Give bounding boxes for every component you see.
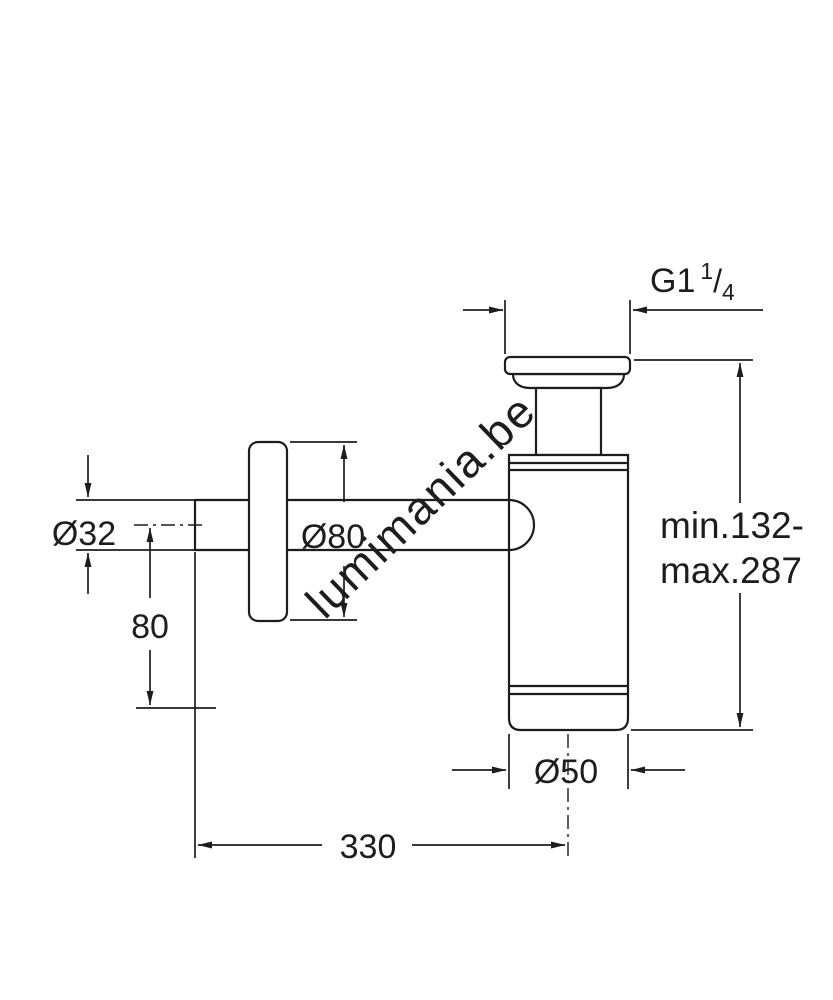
dim-body-diameter: Ø50 bbox=[452, 734, 685, 791]
height-range-label-min: min.132- bbox=[660, 505, 804, 546]
trap-neck bbox=[534, 386, 603, 457]
inlet-diameter-label: Ø32 bbox=[52, 515, 116, 553]
dim-overall-width: 330 bbox=[194, 552, 566, 866]
flange-diameter-label: Ø80 bbox=[301, 518, 365, 556]
overall-width-label: 330 bbox=[340, 828, 397, 866]
dim-flange-diameter: Ø80 bbox=[290, 441, 365, 621]
pipe-inlet-arc bbox=[507, 498, 536, 552]
height-range-label-max: max.287 bbox=[660, 550, 802, 591]
dim-inlet-diameter: Ø32 bbox=[52, 455, 195, 594]
siphon-outline bbox=[193, 355, 632, 732]
drop-height-label: 80 bbox=[131, 608, 169, 646]
body-diameter-label: Ø50 bbox=[534, 753, 598, 791]
dim-height-range: min.132- max.287 bbox=[631, 359, 804, 731]
top-flange-shoulder bbox=[511, 372, 626, 390]
trap-body bbox=[507, 453, 630, 732]
wall-flange bbox=[247, 440, 289, 623]
top-flange-plate bbox=[503, 355, 632, 376]
dim-drop-height: 80 bbox=[131, 527, 216, 709]
